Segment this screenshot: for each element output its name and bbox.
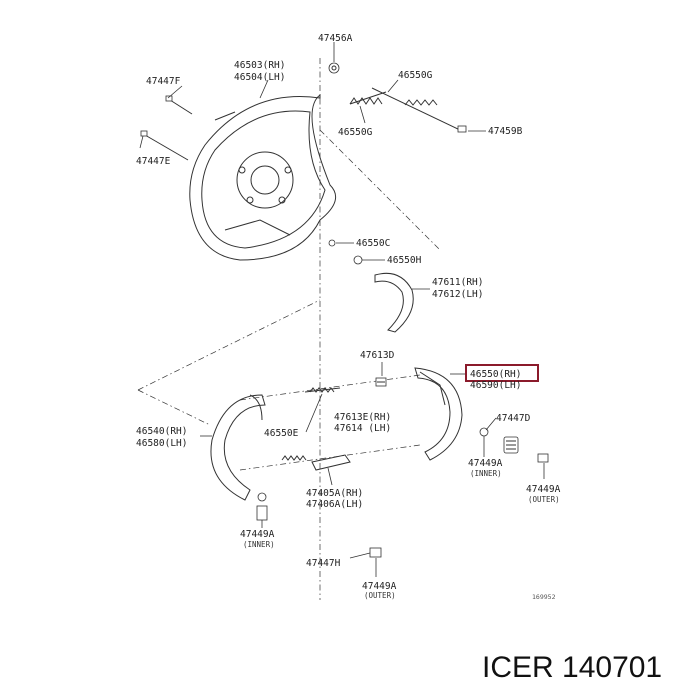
adjuster-spring-upper: [304, 387, 341, 393]
bolt-47447E: [140, 130, 189, 161]
brake-shoe-right: [414, 367, 463, 461]
backing-plate: [189, 93, 337, 261]
reference-code: 169952: [532, 593, 556, 601]
label-47459B: 47459B: [488, 126, 523, 137]
frame-line-top-right: [319, 129, 441, 251]
label-inner-left: (INNER): [243, 540, 275, 549]
label-outer-right: (OUTER): [528, 495, 560, 504]
cap-47449A-outer-right: [537, 453, 549, 463]
leader-lines: [139, 42, 545, 577]
spring-47447H: [256, 505, 268, 521]
label-46550C: 46550C: [356, 238, 390, 249]
nut-47456A: [328, 62, 340, 74]
label-47612: 47612(LH): [432, 289, 483, 300]
spring-47447D: [503, 436, 519, 454]
spring-46550G-right: [404, 99, 438, 106]
brake-shoe-left: [210, 394, 266, 501]
label-47613D: 47613D: [360, 350, 395, 361]
label-47447F: 47447F: [146, 76, 181, 87]
label-46503: 46503(RH): [234, 60, 285, 71]
label-46580: 46580(LH): [136, 438, 187, 449]
label-47447H: 47447H: [306, 558, 341, 569]
label-47613E: 47613E(RH): [334, 412, 391, 423]
bolt-47447F: [165, 95, 193, 115]
adjuster-47405A: [311, 454, 351, 471]
cap-47449A-outer-bottom: [369, 547, 382, 558]
label-46540: 46540(RH): [136, 426, 187, 437]
clip-46550H: [353, 255, 363, 265]
label-47449A-inner-right: 47449A: [468, 458, 503, 469]
label-47449A-outer-right: 47449A: [526, 484, 561, 495]
label-47447E: 47447E: [136, 156, 171, 167]
label-47449A-inner-left: 47449A: [240, 529, 275, 540]
label-47405A: 47405A(RH): [306, 488, 363, 499]
brand-part-number: ICER 140701: [482, 651, 662, 684]
label-outer-bottom: (OUTER): [364, 591, 396, 600]
label-47406A: 47406A(LH): [306, 499, 363, 510]
frame-line-mid: [239, 374, 421, 401]
label-46550E: 46550E: [264, 428, 299, 439]
label-inner-right: (INNER): [470, 469, 502, 478]
label-47456A: 47456A: [318, 33, 353, 44]
spring-46550G-left: [349, 91, 387, 105]
label-46550G-bottom: 46550G: [338, 127, 373, 138]
label-47449A-outer-bottom: 47449A: [362, 581, 397, 592]
label-46550RH: 46550(RH): [470, 369, 521, 380]
label-46590LH: 46590(LH): [470, 380, 521, 391]
label-47447D: 47447D: [496, 413, 531, 424]
highlight-box: [465, 364, 539, 382]
spring-47613D: [375, 377, 387, 387]
cable-47459B: [371, 87, 467, 133]
pin-46550C: [328, 239, 336, 247]
frame-line-left-upper: [137, 299, 321, 391]
pin-47449A-inner-left: [257, 492, 267, 502]
frame-line-low: [239, 444, 421, 471]
label-46550G-top: 46550G: [398, 70, 433, 81]
adjuster-spring-lower: [281, 455, 307, 461]
strut-47611: [374, 272, 414, 333]
label-46550H: 46550H: [387, 255, 422, 266]
label-47611: 47611(RH): [432, 277, 483, 288]
frame-line-left-lower: [137, 389, 211, 426]
label-47614: 47614 (LH): [334, 423, 391, 434]
label-46504: 46504(LH): [234, 72, 285, 83]
